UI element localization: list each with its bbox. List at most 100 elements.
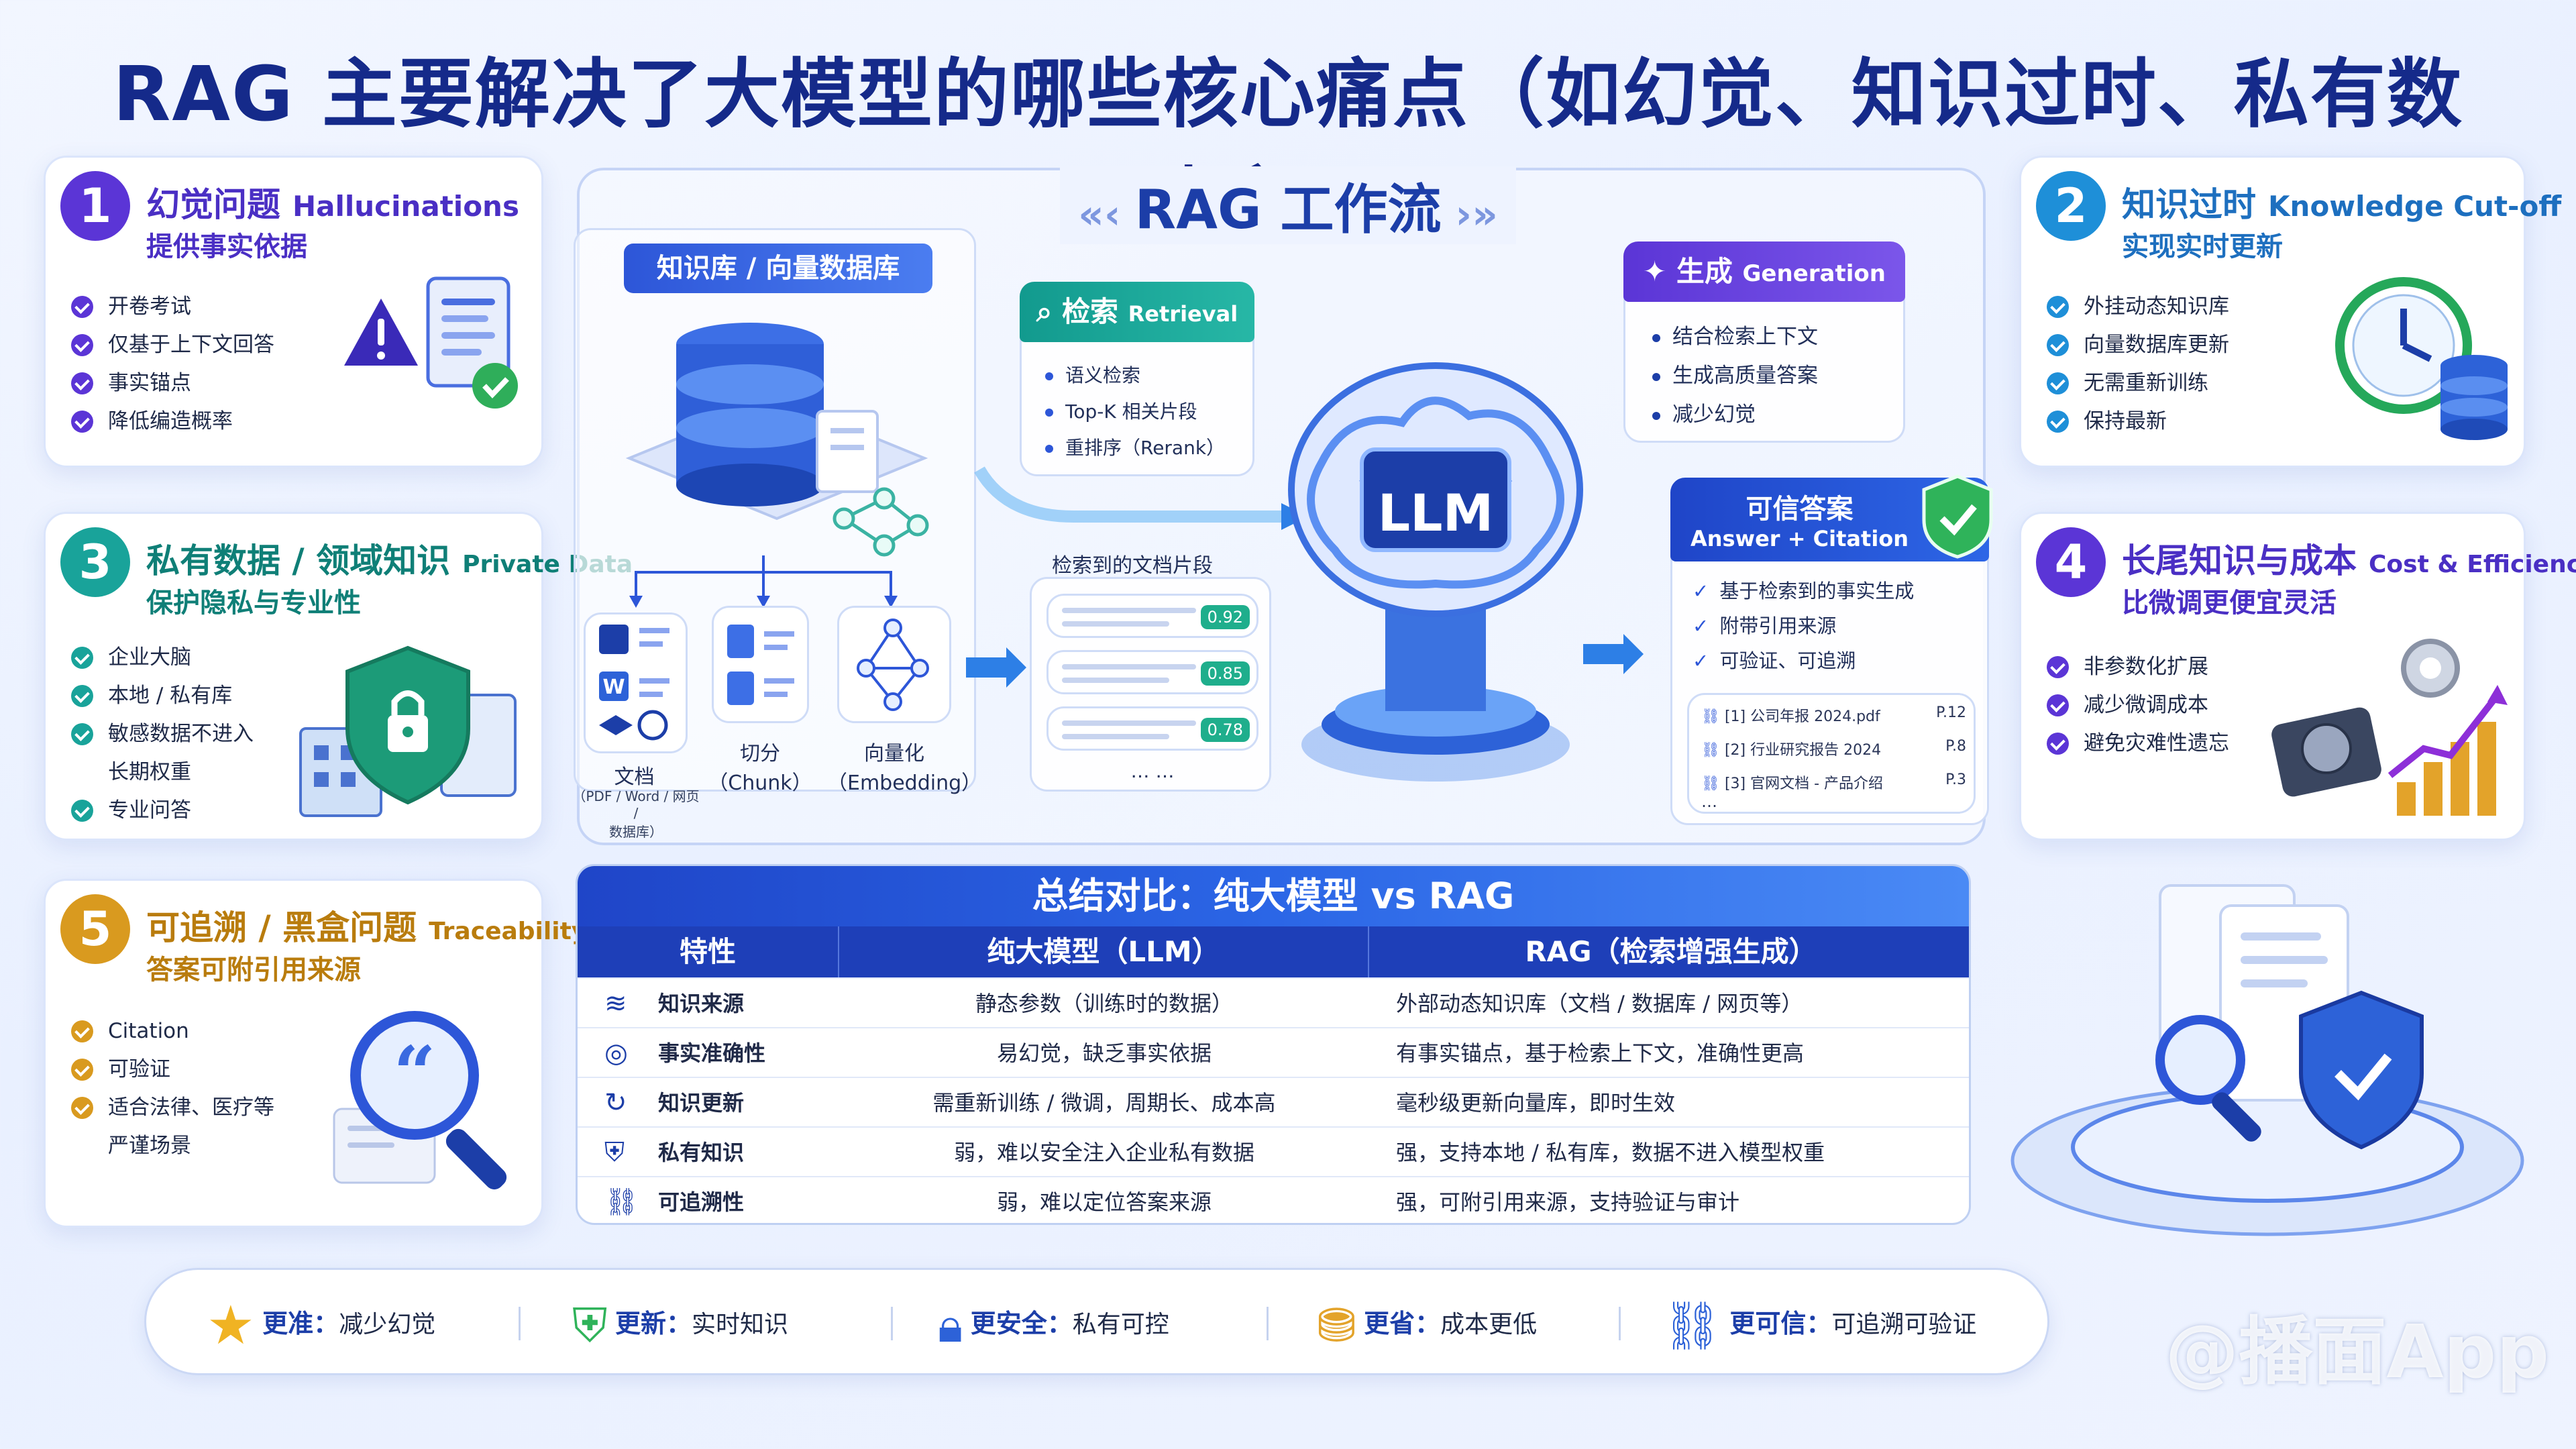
card-list: Citation 可验证 适合法律、医疗等 严谨场景 [71, 1012, 274, 1165]
table-header-row: 特性 纯大模型（LLM） RAG（检索增强生成） [578, 926, 1969, 977]
search-icon: ⌕ [1036, 295, 1062, 328]
snippet-lines [1062, 664, 1196, 669]
check-icon [2047, 296, 2069, 318]
check-mark-icon: ✓ [1693, 614, 1709, 637]
warning-document-icon [344, 276, 518, 409]
snippet-row: 0.78 [1046, 706, 1258, 751]
summary-bar: ★ 更准：减少幻觉 ⛨ 更新：实时知识 🔒︎ 更安全：私有可控 ⛃ 更省：成本更… [144, 1268, 2049, 1375]
check-mark-icon: ✓ [1693, 580, 1709, 602]
retrieval-label: ⌕ 检索 Retrieval [1020, 282, 1254, 342]
feature-cell: 私有知识 [658, 1140, 745, 1165]
generation-list: 结合检索上下文 生成高质量答案 减少幻觉 [1652, 317, 1818, 434]
score-badge: 0.85 [1200, 661, 1250, 686]
check-icon [71, 723, 93, 745]
snippet-row: 0.85 [1046, 650, 1258, 694]
card-title-en: Knowledge Cut-off [2268, 190, 2562, 223]
llm-cell: 易幻觉，缺乏事实依据 [996, 1040, 1212, 1066]
list-item: 事实锚点 [71, 364, 274, 402]
table-row: ⛨ 私有知识 弱，难以安全注入企业私有数据 强，支持本地 / 私有库，数据不进入… [578, 1126, 1969, 1176]
citation-more: … [1701, 792, 1717, 811]
bullet-icon [1652, 411, 1660, 420]
llm-cell: 静态参数（训练时的数据） [975, 991, 1233, 1016]
snippets-more: … … [1130, 760, 1175, 782]
summary-item: ⛨ 更新：实时知识 [572, 1298, 788, 1353]
card-subtitle: 保护隐私与专业性 [146, 588, 361, 619]
workflow-title: «‹ RAG 工作流 ›» [1060, 166, 1516, 244]
card-title-zh: 长尾知识与成本 [2122, 541, 2357, 580]
flow-arrows [966, 466, 1644, 688]
list-item: 避免灾难性遗忘 [2047, 724, 2229, 763]
list-item: ✓基于检索到的事实生成 [1693, 580, 1915, 602]
llm-brain-icon [1288, 362, 1583, 782]
check-icon [71, 296, 93, 318]
database-icon [625, 323, 929, 557]
shield-icon: ⛨ [604, 1137, 625, 1168]
card-subtitle: 答案可附引用来源 [146, 955, 361, 985]
knowledge-base-panel: 知识库 / 向量数据库 W [572, 228, 981, 840]
list-item: 专业问答 [71, 792, 254, 830]
generation-label: ✦ 生成 Generation [1623, 241, 1905, 302]
card-title-zh: 可追溯 / 黑盒问题 [146, 908, 417, 947]
lock-icon: 🔒︎ [938, 1298, 963, 1353]
link-icon: ⛓ [1701, 742, 1725, 759]
step-embedding-label: 向量化 （Embedding） [827, 742, 982, 795]
list-item: Top-K 相关片段 [1045, 394, 1225, 430]
watermark: @播面App [2165, 1309, 2549, 1395]
file-types-icon: W [599, 625, 669, 741]
score-badge: 0.78 [1200, 718, 1250, 742]
list-item: 降低编造概率 [71, 402, 274, 441]
card-title: 幻觉问题 Hallucinations [146, 178, 519, 226]
card-subtitle: 实现实时更新 [2122, 231, 2283, 262]
table-row: ◎ 事实准确性 易幻觉，缺乏事实依据 有事实锚点，基于检索上下文，准确性更高 [578, 1027, 1969, 1077]
knowledge-base-label: 知识库 / 向量数据库 [624, 244, 932, 293]
card-title-en: Hallucinations [292, 190, 519, 223]
card-list: 非参数化扩展 减少微调成本 避免灾难性遗忘 [2047, 648, 2229, 763]
list-item: 适合法律、医疗等 [71, 1089, 274, 1127]
score-badge: 0.92 [1200, 605, 1250, 629]
rag-cell: 毫秒级更新向量库，即时生效 [1396, 1090, 1676, 1116]
check-icon [71, 411, 93, 433]
card-title: 长尾知识与成本 Cost & Efficiency [2122, 534, 2576, 582]
card-list: 开卷考试 仅基于上下文回答 事实锚点 降低编造概率 [71, 288, 274, 441]
retrieval-panel: ⌕ 检索 Retrieval 语义检索 Top-K 相关片段 重排序（Reran… [1020, 282, 1254, 476]
magnifier-quote-icon: “ [333, 1011, 507, 1190]
bullet-icon [1045, 445, 1053, 453]
check-icon [2047, 334, 2069, 356]
summary-item: ⛓ 更可信：可追溯可验证 [1662, 1298, 1977, 1353]
summary-item: ★ 更准：减少幻觉 [207, 1294, 436, 1356]
snippet-lines [1062, 608, 1196, 613]
feature-cell: 可追溯性 [658, 1189, 745, 1215]
chevron-left-icon: «‹ [1078, 191, 1135, 238]
snippet-lines [1062, 678, 1169, 683]
check-icon [71, 1097, 93, 1119]
link-icon: ⛓ [1701, 708, 1725, 725]
card-subtitle: 提供事实依据 [146, 231, 307, 262]
list-item: 本地 / 私有库 [71, 677, 254, 715]
snippet-lines [1062, 734, 1169, 739]
retrieval-list: 语义检索 Top-K 相关片段 重排序（Rerank） [1045, 358, 1225, 466]
list-item: 结合检索上下文 [1652, 317, 1818, 356]
snippet-lines [1062, 621, 1169, 627]
shield-check-icon: ⛨ [572, 1298, 608, 1353]
list-item: 长期权重 [108, 760, 191, 784]
list-item: Citation [71, 1012, 274, 1051]
card-title-en: Cost & Efficiency [2369, 551, 2576, 578]
step-embedding [837, 606, 951, 723]
disk-chart-icon [2271, 639, 2508, 816]
snippets-label: 检索到的文档片段 [1052, 554, 1213, 578]
divider [1267, 1307, 1269, 1340]
table-row: ≋ 知识来源 静态参数（训练时的数据） 外部动态知识库（文档 / 数据库 / 网… [578, 977, 1969, 1027]
llm-cell: 弱，难以安全注入企业私有数据 [953, 1140, 1254, 1165]
list-item: 严谨场景 [108, 1134, 191, 1158]
list-item: 生成高质量答案 [1652, 356, 1818, 395]
chunk-icon [727, 625, 794, 705]
check-icon [71, 647, 93, 669]
check-icon [71, 372, 93, 394]
answer-list: ✓基于检索到的事实生成 ✓附带引用来源 ✓可验证、可追溯 [1693, 574, 1914, 678]
card-title-zh: 幻觉问题 [146, 185, 280, 224]
rag-cell: 强，支持本地 / 私有库，数据不进入模型权重 [1396, 1140, 1825, 1165]
